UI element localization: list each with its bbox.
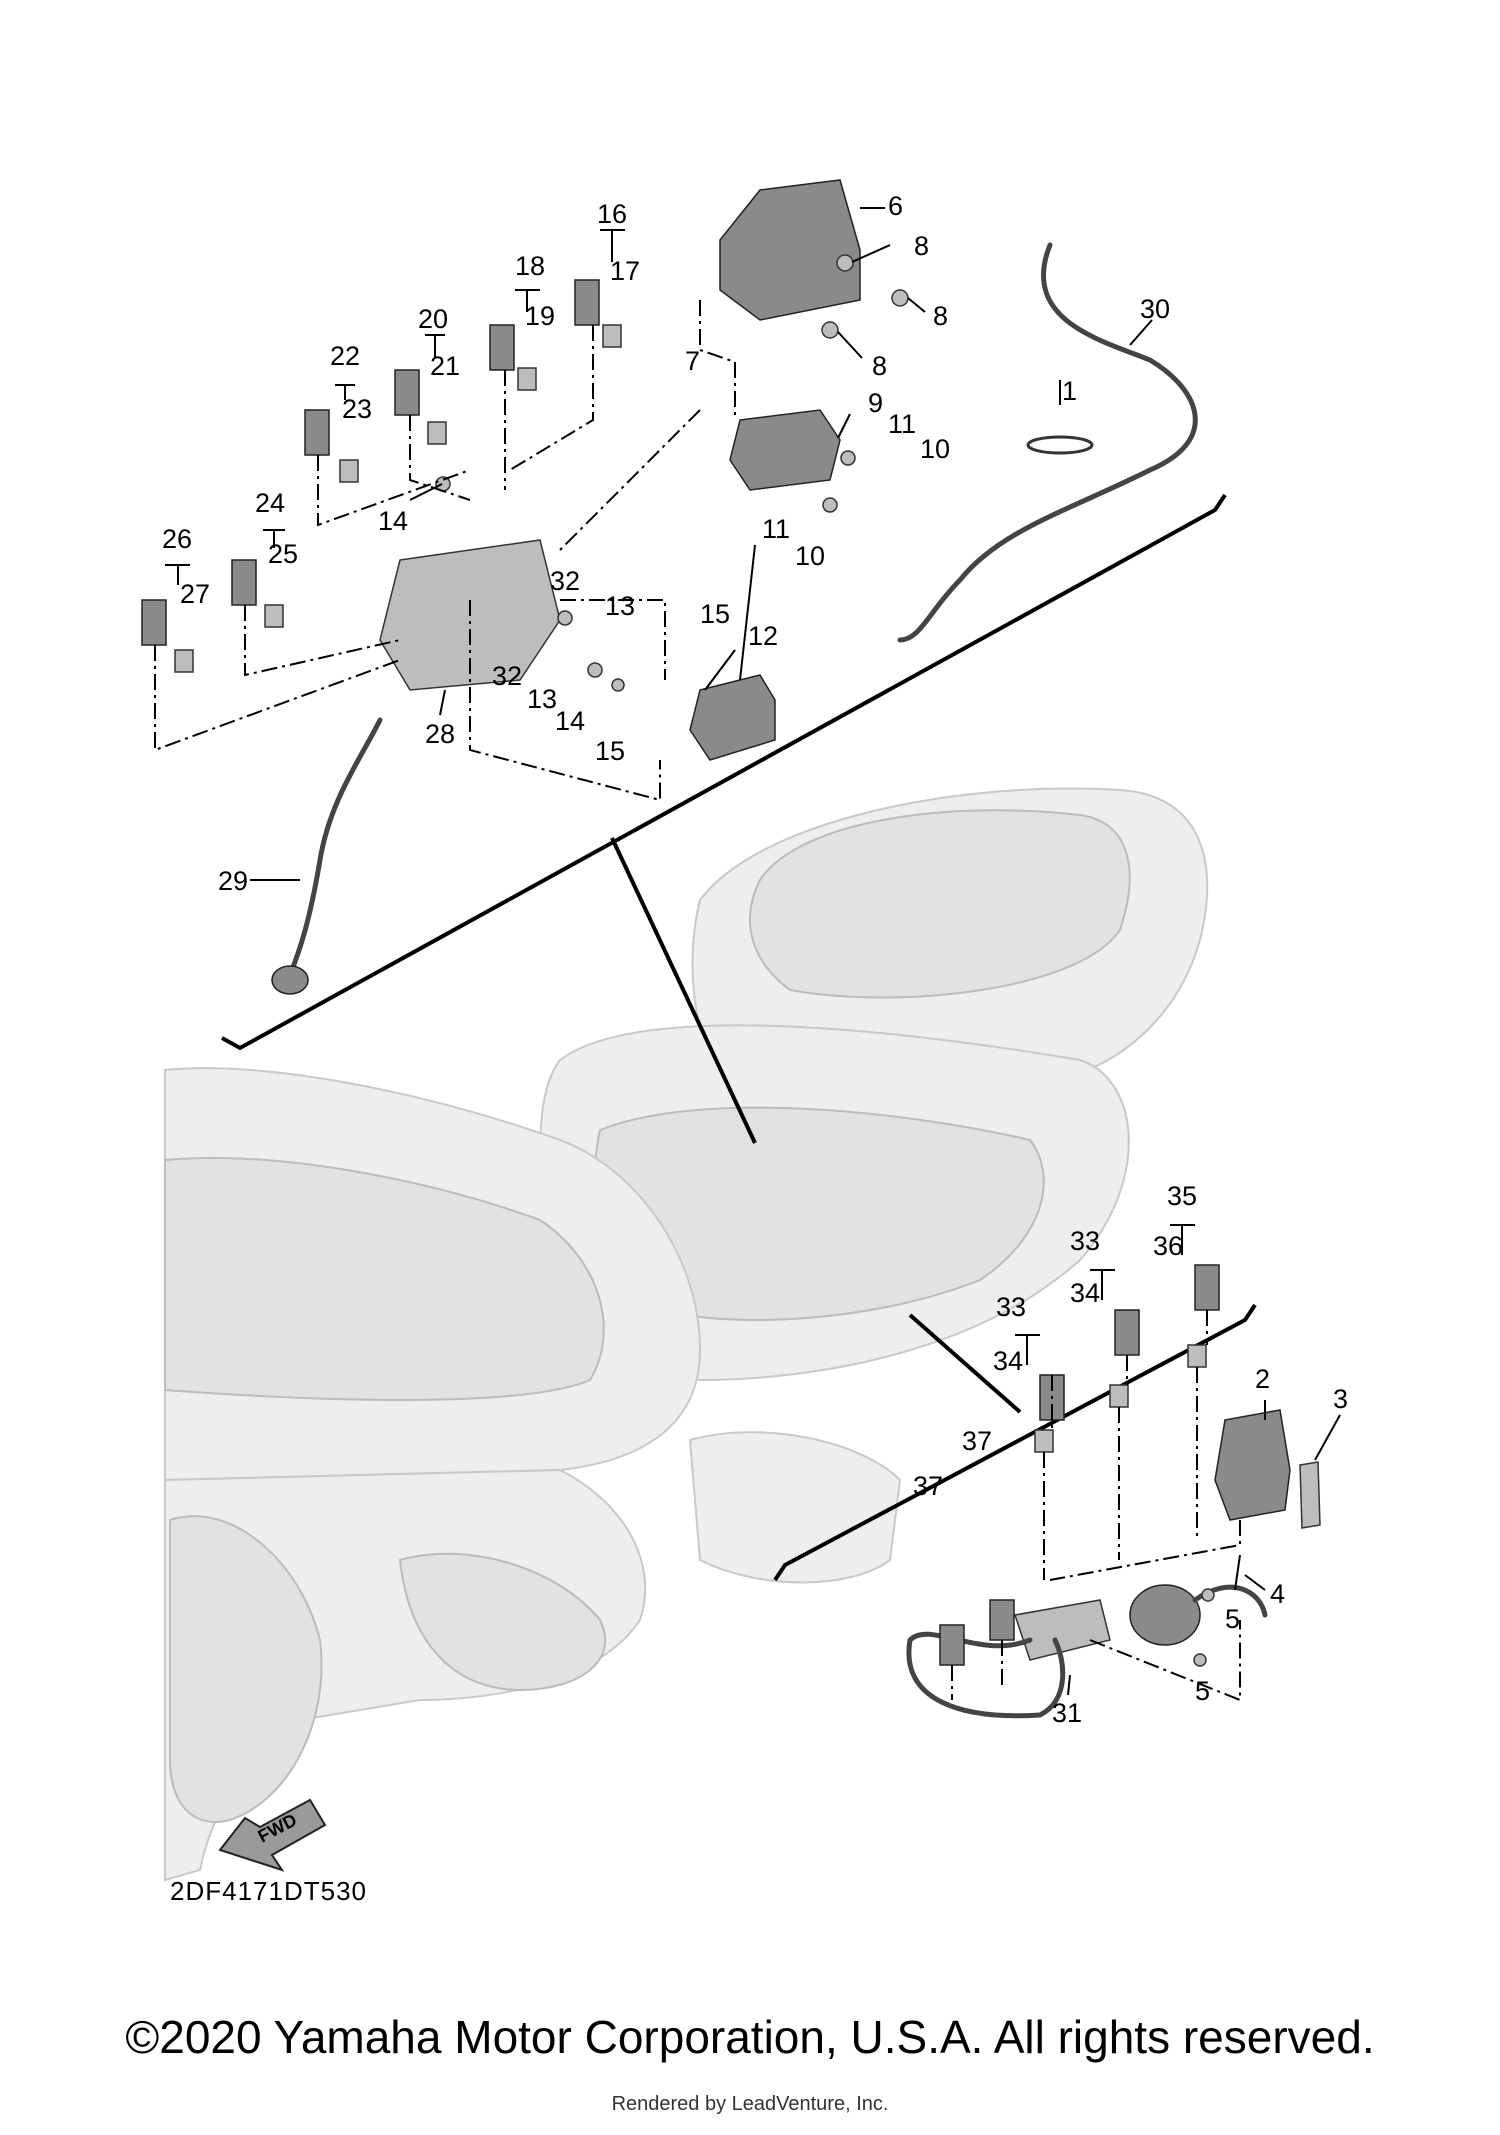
callout-23: 23 xyxy=(342,394,372,424)
coupler-37a xyxy=(939,1624,965,1666)
coupler-22 xyxy=(304,409,330,456)
coupler-19 xyxy=(517,367,537,391)
callout-8: 8 xyxy=(933,301,948,331)
coupler-21 xyxy=(427,421,447,445)
cable-tie xyxy=(1026,435,1094,455)
callout-32: 32 xyxy=(550,566,580,596)
callout-4: 4 xyxy=(1270,1579,1285,1609)
coupler-23 xyxy=(339,459,359,483)
callout-22: 22 xyxy=(330,341,360,371)
callout-30: 30 xyxy=(1140,294,1170,324)
callout-18: 18 xyxy=(515,251,545,281)
callout-15: 15 xyxy=(595,736,625,766)
coupler-34a xyxy=(1034,1429,1054,1453)
callout-14: 14 xyxy=(555,706,585,736)
module-2 xyxy=(1214,1409,1291,1521)
callout-1: 1 xyxy=(1062,376,1077,406)
callout-13: 13 xyxy=(527,684,557,714)
callout-5: 5 xyxy=(1225,1604,1240,1634)
coupler-18 xyxy=(489,324,515,371)
coupler-37b xyxy=(989,1599,1015,1641)
callout-19: 19 xyxy=(525,301,555,331)
callout-14: 14 xyxy=(378,506,408,536)
callout-34: 34 xyxy=(993,1346,1023,1376)
callout-7: 7 xyxy=(685,346,700,376)
top-detail-bracket xyxy=(221,493,1227,1144)
callout-33: 33 xyxy=(1070,1226,1100,1256)
callout-9: 9 xyxy=(868,388,883,418)
sensor-29 xyxy=(271,965,309,995)
callout-11: 11 xyxy=(762,514,790,544)
callout-16: 16 xyxy=(597,199,627,229)
callout-13: 13 xyxy=(605,591,635,621)
sub-harness-31 xyxy=(1014,1599,1111,1661)
callout-2: 2 xyxy=(1255,1364,1270,1394)
coupler-24 xyxy=(231,559,257,606)
callout-36: 36 xyxy=(1153,1231,1183,1261)
bottom-detail-bracket xyxy=(773,1303,1257,1582)
callout-35: 35 xyxy=(1167,1181,1197,1211)
callout-37: 37 xyxy=(913,1471,943,1501)
callout-26: 26 xyxy=(162,524,192,554)
callout-37: 37 xyxy=(962,1426,992,1456)
callout-15: 15 xyxy=(700,599,730,629)
callout-17: 17 xyxy=(610,256,640,286)
callout-8: 8 xyxy=(914,231,929,261)
callout-20: 20 xyxy=(418,304,448,334)
coupler-35 xyxy=(1194,1264,1220,1311)
callout-33: 33 xyxy=(996,1292,1026,1322)
callout-5: 5 xyxy=(1195,1676,1210,1706)
relay-unit xyxy=(689,674,776,761)
callout-10: 10 xyxy=(920,434,950,464)
rendered-by-credit: Rendered by LeadVenture, Inc. xyxy=(611,2093,889,2115)
coupler-36 xyxy=(1187,1344,1207,1368)
relay-module xyxy=(729,409,841,491)
callout-10: 10 xyxy=(795,541,825,571)
motorcycle-outline xyxy=(164,787,1209,1882)
coupler-34b xyxy=(1109,1384,1129,1408)
drawing-code: 2DF4171DT530 xyxy=(170,1876,367,1906)
callout-12: 12 xyxy=(748,621,778,651)
ecu-unit xyxy=(719,179,861,321)
coupler-26 xyxy=(141,599,167,646)
top-leader-lines xyxy=(154,207,1153,881)
callout-32: 32 xyxy=(492,661,522,691)
copyright-notice: ©2020 Yamaha Motor Corporation, U.S.A. A… xyxy=(125,2011,1375,2063)
coupler-33b xyxy=(1114,1309,1140,1356)
coupler-27 xyxy=(174,649,194,673)
callout-31: 31 xyxy=(1052,1698,1082,1728)
coupler-25 xyxy=(264,604,284,628)
callout-8: 8 xyxy=(872,351,887,381)
callout-6: 6 xyxy=(888,191,903,221)
callout-11: 11 xyxy=(888,409,916,439)
callout-34: 34 xyxy=(1070,1278,1100,1308)
callout-3: 3 xyxy=(1333,1384,1348,1414)
callout-labels: 6 8 8 8 16 17 18 19 20 21 22 23 30 1 7 9… xyxy=(162,191,1348,1728)
callout-29: 29 xyxy=(218,866,248,896)
bottom-parts-group xyxy=(906,1264,1321,1719)
callout-28: 28 xyxy=(425,719,455,749)
callout-24: 24 xyxy=(255,488,285,518)
callout-25: 25 xyxy=(268,539,298,569)
bottom-leader-lines xyxy=(951,1224,1341,1702)
coupler-20 xyxy=(394,369,420,416)
callout-27: 27 xyxy=(180,579,210,609)
callout-21: 21 xyxy=(430,351,460,381)
component-4 xyxy=(1129,1584,1201,1646)
top-parts-group xyxy=(141,179,1198,995)
coupler-17 xyxy=(602,324,622,348)
bracket-3 xyxy=(1299,1461,1321,1529)
coupler-16 xyxy=(574,279,600,326)
